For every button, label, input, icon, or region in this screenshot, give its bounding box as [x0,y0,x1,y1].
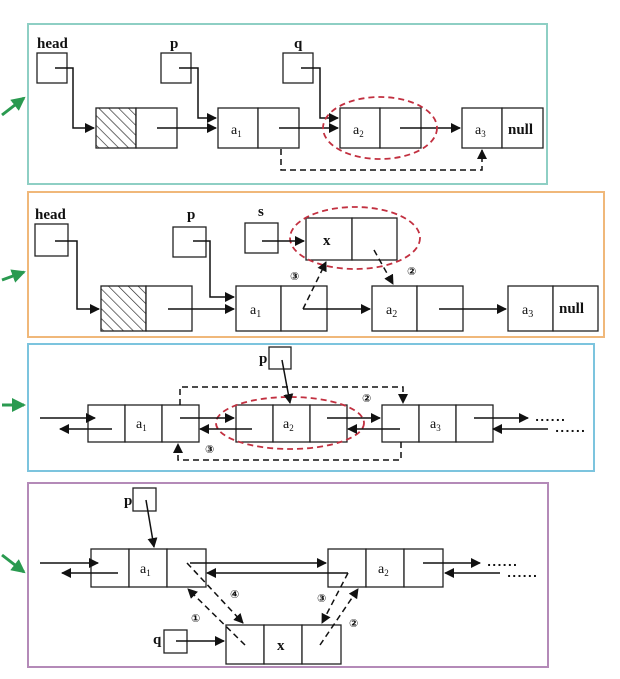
ellipsis-top: ...... [535,411,566,424]
node-a3-data [507,285,554,332]
node-a1-label: a1 [231,123,242,139]
pointer-label-p: p [259,351,267,367]
pointer-box-s [244,222,279,254]
step-3: ③ [317,592,326,605]
node-a2-data [339,107,381,149]
pointer-box-p [132,487,157,512]
new-node-x-label: x [277,638,285,654]
pointer-label-s: s [258,204,264,220]
step-2: ② [362,392,371,405]
node-a3-data [461,107,503,149]
pointer-box-head [34,223,69,257]
ellipsis-bottom: ...... [507,567,538,580]
null-label: null [559,301,584,317]
pointer-label-q: q [294,36,303,52]
node-a3-label: a3 [522,303,533,320]
pointer-label-p: p [170,36,178,52]
node-a1-label: a1 [250,303,261,320]
pointer-label-p: p [187,207,195,223]
node-a1-data [217,107,259,149]
pointer-label-head: head [35,207,67,223]
step-1: ① [191,612,200,625]
ellipsis-bottom: ...... [555,422,586,435]
highlight-ellipse [289,206,421,270]
pointer-label-q: q [153,632,162,648]
node-a2-label: a2 [353,123,364,139]
node-a3-label: a3 [475,123,486,139]
step-4: ④ [230,588,239,601]
side-arrow-1 [1,96,26,117]
panel-delete-singly: head p q a1 a2 a3 null [27,23,548,185]
side-arrow-2 [1,269,26,283]
side-arrow-4 [1,553,26,574]
node-a2-label: a2 [386,303,397,320]
new-node-x-data [305,217,353,261]
pointer-label-head: head [37,36,69,52]
node-a3-label: a3 [430,417,441,433]
step-2: ② [407,265,416,278]
ellipsis-top: ...... [487,556,518,569]
null-label: null [508,122,533,138]
node-a1-label: a1 [136,417,147,433]
step-3: ③ [290,270,299,283]
panel-delete-doubly: p a1 a2 a3 ...... ...... ② ③ [27,343,595,472]
node-a1-data [235,285,282,332]
highlight-ellipse [215,396,365,450]
node-a2-data [272,404,311,443]
pointer-box-p [172,226,207,258]
node-a2-label: a2 [283,417,294,433]
pointer-box-p [268,346,292,370]
node-a1-label: a1 [140,562,151,578]
step-2: ② [349,617,358,630]
new-node-x-label: x [323,233,331,249]
node-a3-next [501,107,544,149]
highlight-ellipse [322,96,438,160]
panel-insert-doubly: p q a1 a2 x ...... ...... ① ② ③ [27,482,549,668]
node-a1-data [124,404,163,443]
pointer-label-p: p [124,493,132,509]
node-a2-data [365,548,405,588]
node-a2-data [371,285,418,332]
new-node-x-next [351,217,398,261]
node-a2-label: a2 [378,562,389,578]
head-node-data [95,107,137,149]
node-a1-data [128,548,168,588]
step-3: ③ [205,443,214,456]
panel-insert-singly: head p s x a1 a2 a3 null [27,191,605,338]
node-a3-next [552,285,599,332]
node-a3-data [418,404,457,443]
